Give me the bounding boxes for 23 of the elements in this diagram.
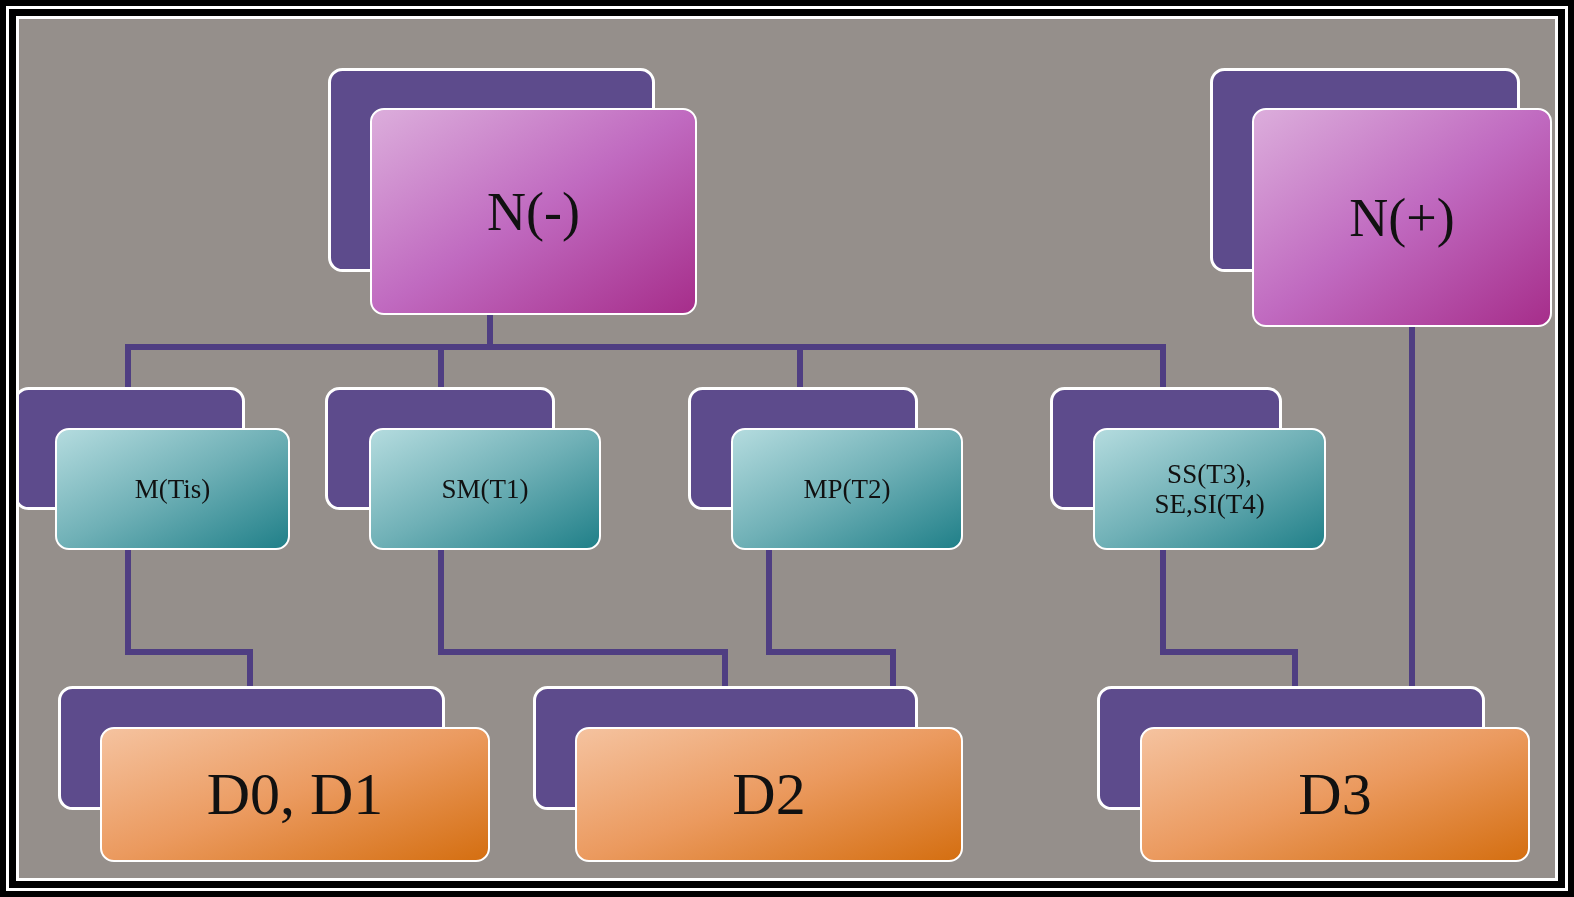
connector-line <box>1160 550 1298 686</box>
stacked-box <box>533 686 963 862</box>
stacked-box <box>1210 68 1552 327</box>
box-label: M(Tis) <box>134 473 211 505</box>
connector-line <box>438 550 728 686</box>
stacked-box <box>1097 686 1530 862</box>
stacked-box <box>1050 387 1326 550</box>
box-label: D0, D1 <box>206 760 384 829</box>
box-label: D3 <box>1298 760 1372 829</box>
box-label: SM(T1) <box>441 473 529 505</box>
box-label: SS(T3), SE,SI(T4) <box>1153 458 1266 520</box>
stacked-box <box>688 387 963 550</box>
stacked-box <box>58 686 490 862</box>
stacked-box <box>328 68 697 315</box>
stacked-box <box>19 387 290 550</box>
box-label: N(+) <box>1349 186 1455 249</box>
box-label: D2 <box>732 760 806 829</box>
connector-line <box>1409 327 1415 686</box>
connector-line <box>766 550 896 686</box>
connector-line <box>125 550 253 686</box>
stacked-box <box>325 387 601 550</box>
box-label: MP(T2) <box>803 473 891 505</box>
box-label: N(-) <box>487 180 580 243</box>
